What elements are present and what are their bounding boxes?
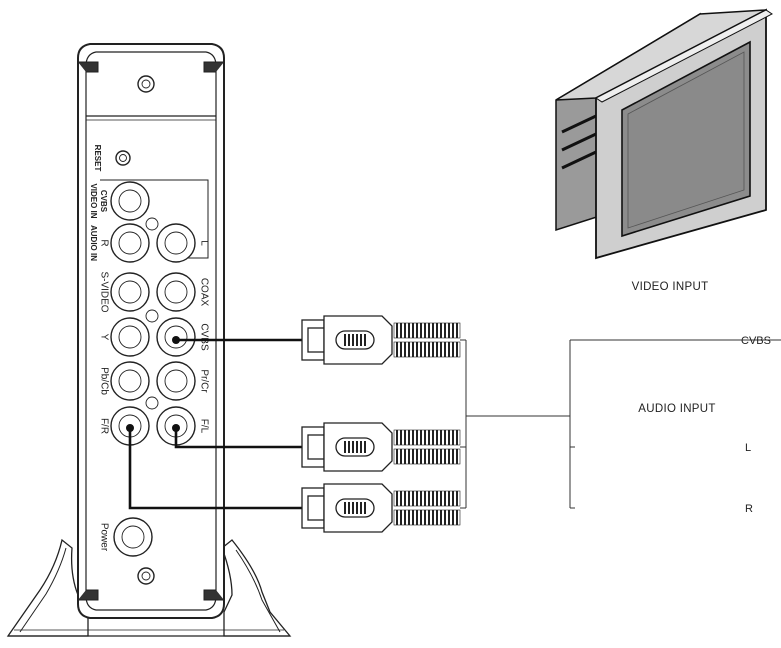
audio-in-label: AUDIO IN (89, 225, 98, 261)
reset-button[interactable] (115, 150, 131, 166)
device-body (77, 43, 225, 619)
cable-bundle-lines (465, 340, 571, 508)
audio-l-cable (174, 428, 308, 449)
y-label: Y (98, 334, 109, 341)
screw-icon (145, 309, 159, 323)
tv-r-label: R (745, 503, 753, 515)
power-jack (113, 517, 153, 557)
f-r-label: F/R (98, 418, 109, 434)
cvbs-label: CVBS (99, 190, 108, 213)
tv-l-label: L (745, 442, 751, 454)
screw-icon (145, 217, 159, 231)
f-l-label: F/L (198, 419, 209, 434)
y-jack (110, 317, 150, 357)
screw-icon (145, 396, 159, 410)
pr-cr-label: Pr/Cr (198, 369, 209, 393)
audio-r-cable (128, 428, 308, 510)
audio-in-r-jack (110, 223, 150, 263)
video-in-label: VIDEO IN (89, 183, 98, 218)
tv-cvbs-label: CVBS (741, 335, 771, 347)
coax-jack (156, 272, 196, 312)
rca-plug-left-audio-l (301, 422, 466, 472)
pr-cr-jack (156, 361, 196, 401)
rca-plug-left-video (301, 315, 466, 365)
rca-plug-left-audio-r (301, 483, 466, 533)
screw-icon (137, 567, 155, 585)
video-input-label: VIDEO INPUT (632, 281, 709, 293)
cvbs-out-label: CVBS (198, 323, 209, 351)
coax-label: COAX (198, 278, 209, 307)
audio-in-l-jack (156, 223, 196, 263)
s-video-jack (110, 272, 150, 312)
power-label: Power (98, 523, 109, 552)
device-rear-panel: RESET CVBS VIDEO IN R AUDIO IN L S-VIDEO… (6, 43, 292, 637)
device-stand (6, 538, 292, 637)
audio-input-label: AUDIO INPUT (638, 403, 715, 415)
television-icon (555, 8, 773, 260)
rca-plug-right-video (570, 339, 781, 341)
audio-in-l-label: L (198, 240, 209, 246)
cvbs-video-in-jack (110, 181, 150, 221)
screw-icon (137, 75, 155, 93)
s-video-label: S-VIDEO (98, 271, 109, 312)
pb-cb-label: Pb/Cb (98, 367, 109, 395)
audio-in-r-label: R (98, 239, 109, 246)
reset-label: RESET (93, 145, 102, 172)
pb-cb-jack (110, 361, 150, 401)
